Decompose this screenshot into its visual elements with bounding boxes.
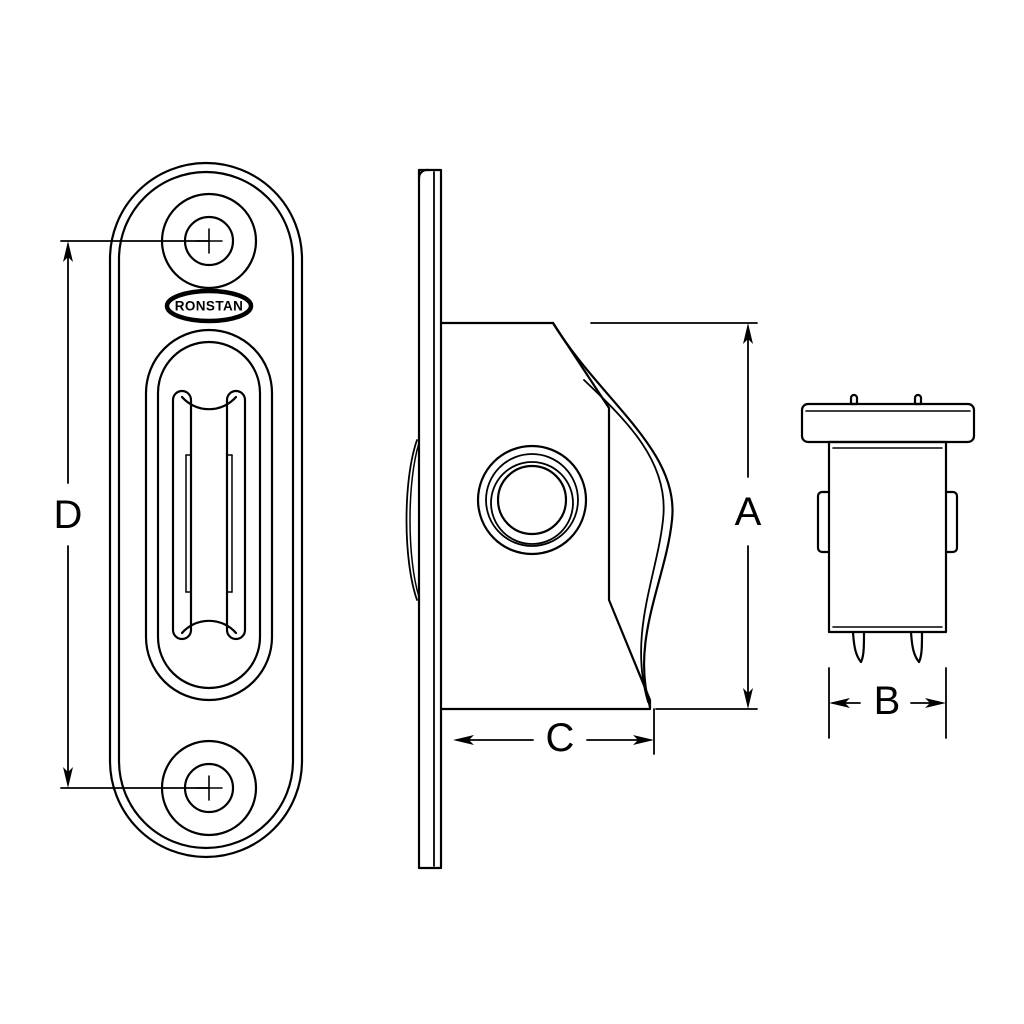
end-side-tab-right — [944, 490, 959, 554]
side-mounting-plate-outline — [417, 168, 443, 870]
end-upper-tab-right — [913, 393, 923, 406]
dimension-A — [590, 322, 758, 710]
front-sheave-groove-top-arc — [180, 395, 238, 411]
dimension-B-label: B — [874, 679, 901, 723]
front-sheave-window-outer — [144, 328, 274, 702]
end-view — [800, 393, 976, 664]
end-flange-cap — [800, 402, 976, 444]
front-sheave-outline — [171, 389, 193, 641]
end-bottom-leg-right — [909, 630, 924, 664]
end-upper-tab-left — [849, 393, 859, 406]
end-body-outline — [827, 440, 948, 634]
front-sheave-outline-right — [225, 389, 247, 641]
dimension-B — [828, 667, 947, 739]
dimension-D — [60, 240, 210, 789]
dimension-D-arrow-top — [63, 241, 73, 262]
side-mounting-plate-top-radius — [417, 168, 430, 180]
side-rear-face-arc-2 — [409, 442, 420, 598]
dimension-C — [453, 708, 655, 755]
front-plate-inner-outline — [117, 170, 295, 850]
dimension-C-arrow-left — [453, 735, 474, 745]
side-axle-boss-bore — [496, 464, 568, 536]
side-axle-boss-ring-mid — [485, 453, 579, 547]
side-axle-boss-ring-outer — [476, 444, 588, 556]
end-bottom-leg-left — [851, 630, 866, 664]
ronstan-logo-text: RONSTAN — [175, 299, 244, 314]
dimension-D-arrow-bottom — [63, 767, 73, 788]
ronstan-logo-badge — [164, 288, 254, 324]
front-sheave-groove-bottom-arc — [180, 619, 238, 635]
side-sheave-arc-inner — [583, 379, 665, 703]
side-sheave-arc-outer — [551, 321, 674, 709]
side-body-outline — [439, 321, 652, 711]
dimension-B-arrow-left — [829, 698, 850, 708]
front-plate-outer-outline — [108, 161, 304, 859]
dimension-C-label: C — [546, 716, 575, 760]
end-side-tab-left — [816, 490, 831, 554]
front-view — [108, 161, 304, 859]
dimension-B-arrow-right — [925, 698, 946, 708]
dimension-A-label: A — [735, 490, 762, 534]
dimension-A-arrow-top — [743, 323, 753, 344]
side-axle-boss-ring-inner — [490, 461, 574, 545]
dimension-D-label: D — [54, 493, 83, 537]
side-rear-face-arc — [405, 439, 418, 601]
dimension-C-arrow-right — [633, 735, 654, 745]
front-sheave-window-inner — [156, 340, 262, 690]
dimension-A-arrow-bottom — [743, 688, 753, 709]
side-view — [405, 168, 674, 870]
